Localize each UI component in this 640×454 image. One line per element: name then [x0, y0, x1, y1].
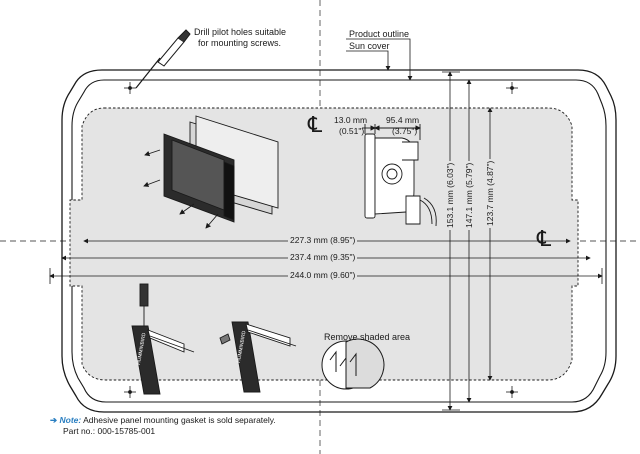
- remove-shaded-area-detail: [321, 338, 385, 390]
- vertical-dimensions: [442, 71, 493, 411]
- unit-side-profile: [362, 124, 437, 227]
- height-cutout-label: 123.7 mm (4.87"): [485, 158, 495, 228]
- installation-step-2: [219, 321, 297, 393]
- unit-front-illustration: [143, 115, 279, 229]
- drill-bit-illustration: [135, 29, 191, 89]
- depth-rear-in: (3.75"): [392, 126, 418, 136]
- width-product-label: 237.4 mm (9.35"): [288, 252, 358, 262]
- note-arrow-icon: ➔: [50, 415, 58, 425]
- depth-front-in: (0.51"): [339, 126, 365, 136]
- hole-marker-bottom-left: [124, 386, 136, 398]
- note-part-number: Part no.: 000-15785-001: [63, 426, 156, 436]
- height-product-label: 147.1 mm (5.79"): [464, 160, 474, 230]
- product-outline: [71, 79, 607, 403]
- note-label: Note:: [59, 415, 82, 425]
- installation-step-1: [131, 283, 195, 395]
- hole-marker-top-left: [124, 82, 136, 94]
- centerline-symbol-top: ℄: [308, 112, 323, 137]
- drill-callout-line2: for mounting screws.: [198, 38, 282, 48]
- depth-front-mm: 13.0 mm: [334, 115, 368, 125]
- sun-cover-outline: [61, 69, 617, 413]
- product-outline-label: Product outline: [349, 29, 410, 39]
- centerline-symbol-right: ℄: [537, 226, 552, 251]
- depth-rear-mm: 95.4 mm: [386, 115, 420, 125]
- hole-marker-top-right: [506, 82, 518, 94]
- width-suncover-label: 244.0 mm (9.60"): [288, 270, 358, 280]
- drill-callout-line1: Drill pilot holes suitable: [194, 27, 287, 37]
- remove-shaded-area-label: Remove shaded area: [324, 332, 411, 342]
- width-cutout-label: 227.3 mm (8.95"): [288, 235, 358, 245]
- height-suncover-label: 153.1 mm (6.03"): [445, 160, 455, 230]
- note-text: Adhesive panel mounting gasket is sold s…: [83, 415, 276, 425]
- hole-marker-bottom-right: [506, 386, 518, 398]
- mounting-hole-markers: [124, 82, 518, 398]
- drill-pilot-callout: Drill pilot holes suitable for mounting …: [194, 27, 286, 49]
- callout-leaders: [346, 38, 413, 81]
- gasket-note: ➔ Note: Adhesive panel mounting gasket i…: [50, 415, 276, 437]
- sun-cover-label: Sun cover: [349, 41, 390, 51]
